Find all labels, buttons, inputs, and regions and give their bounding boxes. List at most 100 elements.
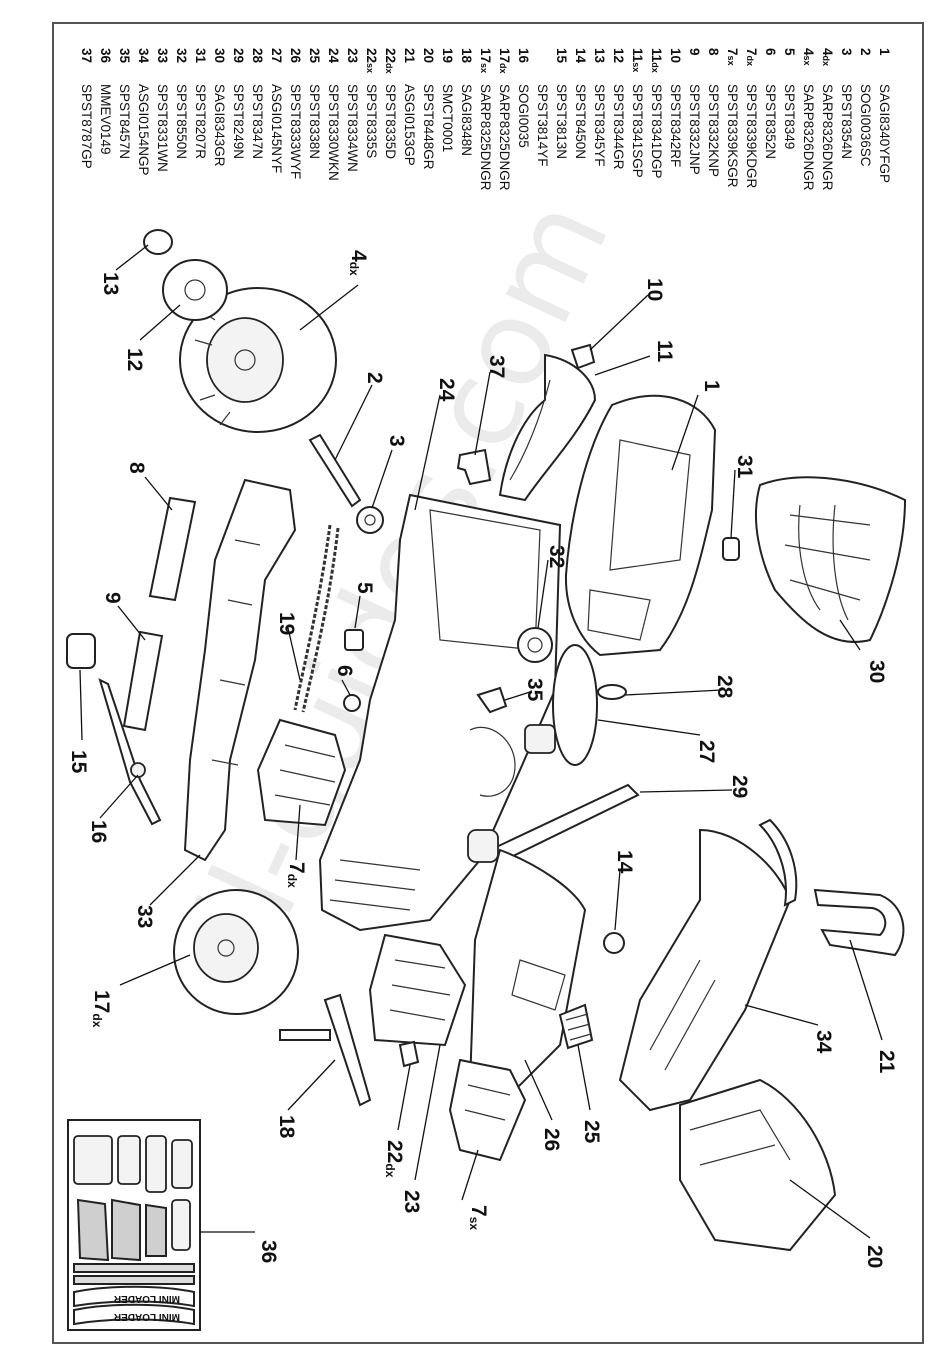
parts-list-row: 16SOGI0035 (516, 48, 531, 148)
parts-list-code: SOGI0035 (516, 84, 531, 148)
part-32-gear[interactable] (517, 627, 553, 663)
parts-list-code: SPST8352N (763, 84, 778, 159)
parts-list-code: SPST3814YF (535, 84, 550, 167)
parts-list-code: SAGI8343GR (212, 84, 227, 167)
callout-c14: 14 (613, 850, 636, 874)
callout-suffix: dx (90, 1013, 104, 1027)
parts-list-code: SPST8787GP (79, 84, 94, 169)
part-7dx-side-panel[interactable] (256, 718, 347, 827)
callout-c10: 10 (643, 278, 666, 301)
part-28-horn-button[interactable] (597, 684, 627, 700)
part-23-side-panel[interactable] (368, 933, 467, 1047)
part-36-sticker-sheet[interactable]: MINI LOADER MINI LOADER (67, 1119, 201, 1331)
parts-list-number: 6 (763, 48, 778, 56)
callout-number: 32 (545, 545, 568, 568)
part-10-clip[interactable] (570, 343, 596, 370)
sticker-decal-top-text: MINI LOADER (113, 1293, 180, 1304)
part-37-connector[interactable] (456, 448, 492, 486)
part-6-bushing[interactable] (343, 694, 361, 712)
part-17dx-front-wheel[interactable] (173, 889, 299, 1015)
parts-list-code: SPST3813N (554, 84, 569, 159)
leader-lines (79, 244, 883, 1239)
part-31-nut[interactable] (722, 537, 740, 561)
part-27-steering-wheel[interactable] (524, 644, 598, 766)
parts-list-row: 33SPST8331WN (155, 48, 170, 172)
callout-c24: 24 (435, 378, 458, 402)
part-2-axle[interactable] (308, 433, 362, 508)
callout-labels: 1234dx567dx7sx891011121314151617dx181920… (67, 250, 898, 1268)
parts-list-code: SPST8341DGP (649, 84, 664, 179)
page-frame (52, 22, 924, 1344)
parts-list-row: 21ASGI0153GP (402, 48, 417, 166)
part-25-grille[interactable] (558, 1003, 594, 1050)
part-30-seat[interactable] (754, 476, 907, 643)
part-26-hood[interactable] (468, 848, 587, 1102)
part-1-rear-body[interactable] (564, 394, 717, 657)
parts-list-code: SARP8326DNGR (801, 84, 816, 191)
parts-list-suffix: dx (745, 56, 755, 67)
parts-list-code: ASGI0153GP (402, 84, 417, 166)
callout-number: 29 (728, 775, 751, 798)
part-3-spacer[interactable] (356, 506, 384, 534)
parts-list-number: 5 (782, 48, 797, 56)
parts-list-row: 10SPST8342RF (668, 48, 683, 167)
callout-c18: 18 (275, 1115, 298, 1139)
part-9-plate[interactable] (122, 630, 164, 732)
callout-number: 30 (865, 660, 888, 683)
parts-list-code: SAGI8340YFGP (877, 84, 892, 183)
callout-number: 26 (540, 1128, 563, 1151)
callout-c27: 27 (695, 740, 718, 763)
part-33-frame-rail[interactable] (183, 478, 297, 862)
callout-c29: 29 (728, 775, 751, 798)
parts-list-number: 22 (364, 48, 379, 63)
parts-list-row: 17sxSARP8325DNGR (478, 48, 493, 191)
parts-list-row: 1SAGI8340YFGP (877, 48, 892, 183)
callout-number: 15 (67, 750, 90, 774)
parts-list-suffix: sx (802, 56, 812, 66)
parts-list-row: 23SPST8334WN (345, 48, 360, 172)
callout-number: 20 (863, 1245, 886, 1268)
part-35-bracket[interactable] (476, 686, 508, 714)
parts-list-row: 19SMCT0001 (440, 48, 455, 152)
part-11-fender[interactable] (498, 353, 597, 502)
callout-number: 23 (400, 1190, 423, 1213)
parts-list-row: 20SPST8448GR (421, 48, 436, 170)
parts-list-suffix: sx (365, 63, 375, 73)
parts-list-suffix: sx (631, 62, 641, 72)
part-19-chain[interactable] (293, 524, 340, 713)
part-34-loader-arm[interactable] (618, 818, 798, 1112)
callout-number: 3 (385, 435, 408, 447)
part-8-plate[interactable] (148, 496, 197, 602)
part-13-cap[interactable] (143, 229, 173, 255)
parts-list-row: 2SOGI0036SC (858, 48, 873, 167)
part-12-hub-cap[interactable] (162, 259, 228, 321)
part-18-steering-link[interactable] (279, 993, 372, 1107)
callout-c1: 1 (700, 380, 723, 392)
part-14-knob[interactable] (603, 932, 625, 954)
part-21-handle[interactable] (813, 888, 905, 957)
part-22-clip[interactable] (398, 1040, 420, 1068)
part-20-bucket[interactable] (679, 1078, 837, 1252)
parts-list-row: 12SPST8344GR (611, 48, 626, 170)
parts-list-row: 6SPST8352N (763, 48, 778, 159)
callout-number: 9 (101, 592, 124, 604)
parts-list-number: 1 (877, 48, 892, 56)
callout-c2: 2 (363, 372, 386, 384)
part-5-block[interactable] (344, 629, 364, 651)
callout-c23: 23 (400, 1190, 423, 1213)
callout-number: 37 (485, 355, 508, 378)
callout-number: 25 (580, 1120, 603, 1144)
part-7sx-side-panel[interactable] (448, 1058, 527, 1162)
parts-list-row: 36MMEV0149 (98, 48, 113, 155)
callout-number: 27 (695, 740, 718, 763)
callout-number: 19 (275, 612, 298, 635)
parts-list-number: 35 (117, 48, 132, 64)
sticker-decal-bottom-text: MINI LOADER (113, 1311, 180, 1322)
part-15-pedal[interactable] (66, 633, 96, 669)
parts-list-number: 26 (288, 48, 303, 64)
parts-list-number: 4 (801, 48, 816, 56)
parts-list-code: SPST8341SGP (630, 84, 645, 178)
part-16-rod[interactable] (98, 678, 162, 826)
parts-list-number: 33 (155, 48, 170, 64)
parts-list-row: 4sxSARP8326DNGR (801, 48, 816, 191)
